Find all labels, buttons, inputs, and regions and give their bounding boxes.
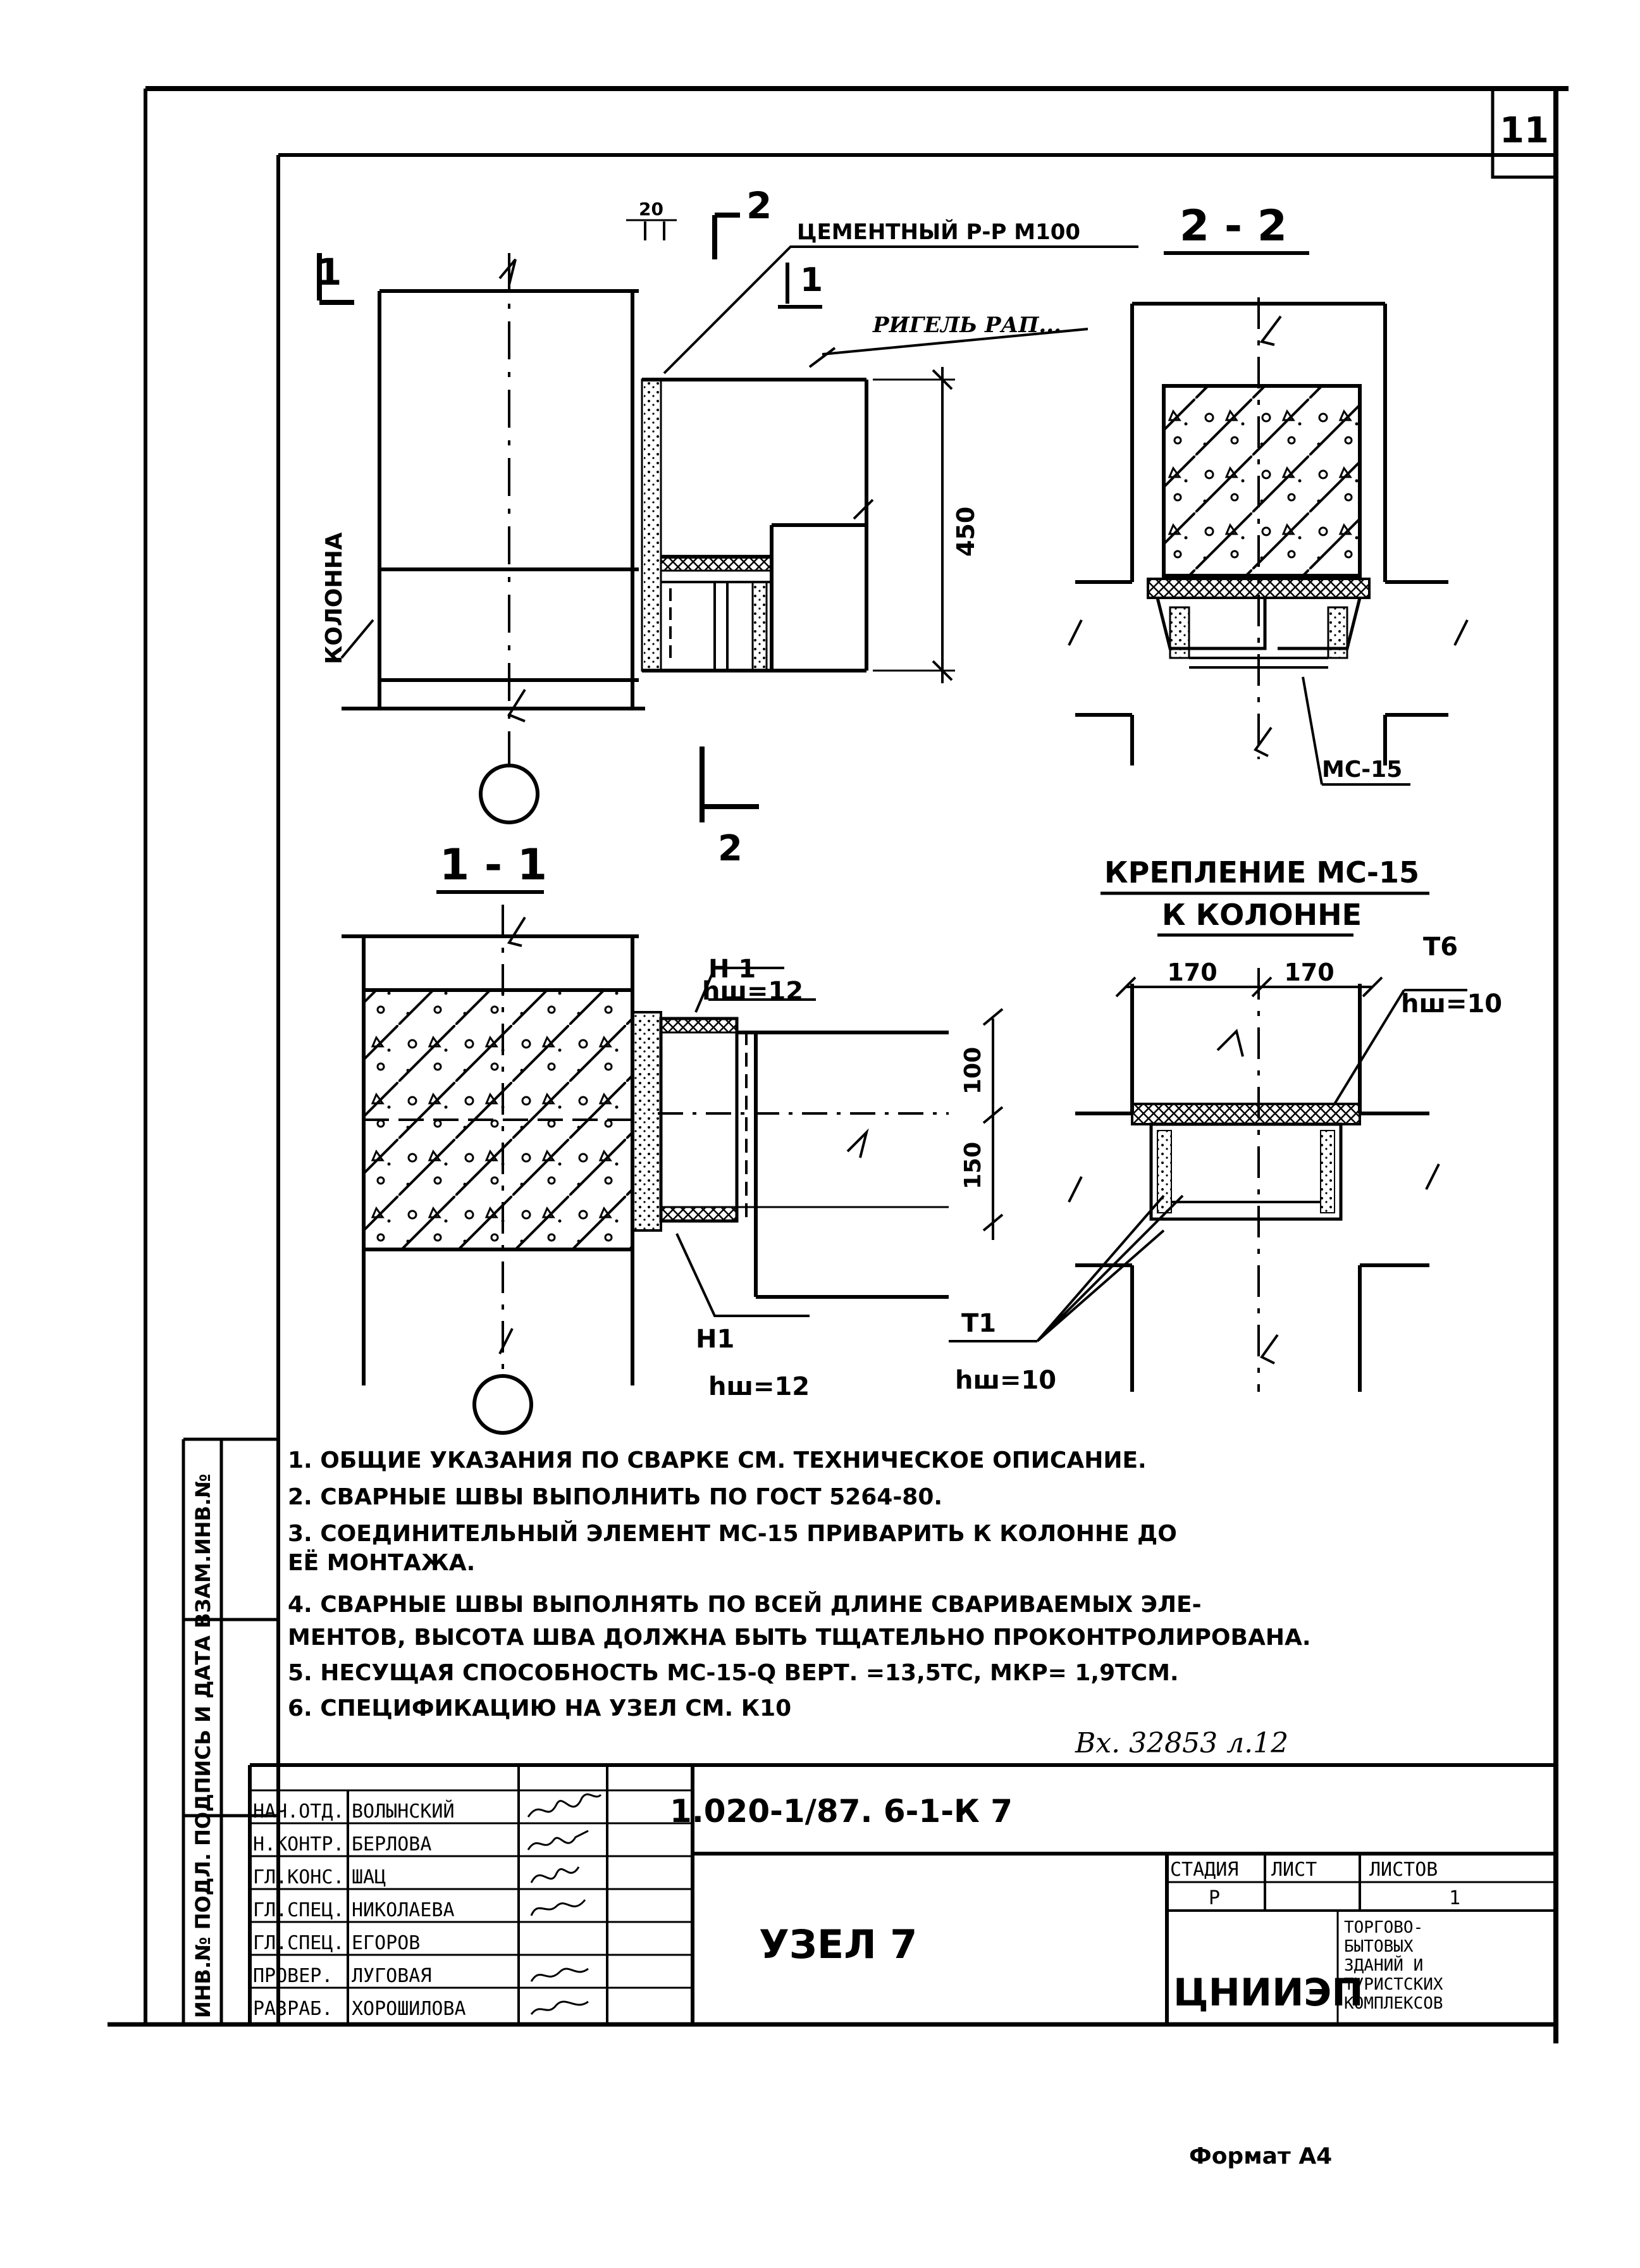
signature-mark xyxy=(527,1793,602,1818)
section-2-2-view xyxy=(1068,297,1469,786)
dim-100: 100 xyxy=(960,1047,986,1094)
notes: 1. ОБЩИЕ УКАЗАНИЯ ПО СВАРКЕ СМ. ТЕХНИЧЕС… xyxy=(288,1447,1311,1721)
cut-1-left: 1 xyxy=(316,251,342,294)
mc15-fixing-view xyxy=(949,968,1467,1392)
role-cell: ПРОВЕР. xyxy=(253,1965,333,1987)
signature-mark xyxy=(530,2000,589,2015)
dim-170-b: 170 xyxy=(1284,958,1334,986)
fix-title-1: КРЕПЛЕНИЕ МС-15 xyxy=(1104,855,1419,889)
weld-h1-top: Н 1 xyxy=(708,955,756,984)
note-line: ЕЁ МОНТАЖА. xyxy=(288,1549,475,1576)
role-cell: ГЛ.КОНС. xyxy=(253,1866,345,1888)
person-cell: ЛУГОВАЯ xyxy=(352,1965,431,1987)
sheet-header: ЛИСТ xyxy=(1271,1859,1317,1881)
column-label: КОЛОННА xyxy=(321,532,347,664)
note-line: 4. СВАРНЫЕ ШВЫ ВЫПОЛНЯТЬ ПО ВСЕЙ ДЛИНЕ С… xyxy=(288,1591,1202,1618)
title-block xyxy=(248,1763,1556,2024)
org-desc-line: ТОРГОВО- xyxy=(1344,1918,1423,1937)
signature-mark xyxy=(527,1830,589,1850)
person-cell: ШАЦ xyxy=(352,1866,386,1888)
section-2-title: 2 - 2 xyxy=(1180,201,1287,251)
role-cell: ГЛ.СПЕЦ. xyxy=(253,1899,345,1921)
weld-t6-h: hш=10 xyxy=(1401,989,1502,1019)
role-cell: НАЧ.ОТД. xyxy=(253,1800,345,1823)
section-1-1-view xyxy=(342,905,1004,1435)
dim-170-a: 170 xyxy=(1167,958,1217,986)
cut-1-right: 1 xyxy=(800,261,823,299)
cement-label: ЦЕМЕНТНЫЙ Р-Р М100 xyxy=(797,219,1080,245)
paper-format: Формат А4 xyxy=(1189,2143,1332,2169)
org-name: ЦНИИЭП xyxy=(1173,1971,1364,2015)
note-line: 1. ОБЩИЕ УКАЗАНИЯ ПО СВАРКЕ СМ. ТЕХНИЧЕС… xyxy=(288,1447,1147,1473)
note-line: 5. НЕСУЩАЯ СПОСОБНОСТЬ МС-15-Q ВЕРТ. =13… xyxy=(288,1660,1179,1686)
dim-450: 450 xyxy=(952,507,980,557)
signature-mark xyxy=(530,1899,586,1916)
stage-value: Р xyxy=(1209,1887,1220,1909)
weld-h1-top-h: hш=12 xyxy=(702,977,803,1006)
org-desc: ТОРГОВО- БЫТОВЫХ ЗДАНИЙ И ТУРИСТСКИХ КОМ… xyxy=(1344,1918,1443,2013)
org-desc-line: КОМПЛЕКСОВ xyxy=(1344,1994,1443,2013)
weld-t1: Т1 xyxy=(961,1309,996,1338)
sheets-header: ЛИСТОВ xyxy=(1369,1859,1438,1881)
stage-header: СТАДИЯ xyxy=(1170,1859,1238,1881)
dim-150: 150 xyxy=(960,1142,986,1189)
note-line: 6. СПЕЦИФИКАЦИЮ НА УЗЕЛ СМ. К10 xyxy=(288,1695,791,1721)
org-desc-line: ТУРИСТСКИХ xyxy=(1344,1975,1443,1994)
note-line: 3. СОЕДИНИТЕЛЬНЫЙ ЭЛЕМЕНТ МС-15 ПРИВАРИТ… xyxy=(288,1520,1177,1547)
note-line: МЕНТОВ, ВЫСОТА ШВА ДОЛЖНА БЫТЬ ТЩАТЕЛЬНО… xyxy=(288,1625,1311,1651)
fix-title-2: К КОЛОННЕ xyxy=(1162,898,1362,932)
title-block-roles: НАЧ.ОТД. Н.КОНТР. ГЛ.КОНС. ГЛ.СПЕЦ. ГЛ.С… xyxy=(253,1800,466,2020)
weld-t1-h: hш=10 xyxy=(955,1366,1056,1395)
sheet-frame xyxy=(108,86,1569,2043)
inventory-ref: Вх. 32853 л.12 xyxy=(1075,1727,1288,1759)
sheets-value: 1 xyxy=(1449,1887,1460,1909)
mc15-label-section: МС-15 xyxy=(1322,757,1402,783)
signatures xyxy=(527,1793,602,2015)
dim-20: 20 xyxy=(639,199,663,220)
org-desc-line: ЗДАНИЙ И xyxy=(1344,1955,1423,1975)
role-cell: Н.КОНТР. xyxy=(253,1833,345,1856)
cut-2-bottom: 2 xyxy=(718,828,743,869)
drawing-code: 1.020-1/87. 6-1-К 7 xyxy=(670,1793,1013,1830)
person-cell: ВОЛЫНСКИЙ xyxy=(352,1800,455,1823)
org-desc-line: БЫТОВЫХ xyxy=(1344,1937,1414,1956)
signature-mark xyxy=(530,1866,580,1883)
sheet-number: 11 xyxy=(1500,110,1549,151)
side-strip xyxy=(182,1437,278,2024)
note-line: 2. СВАРНЫЕ ШВЫ ВЫПОЛНИТЬ ПО ГОСТ 5264-80… xyxy=(288,1484,942,1510)
person-cell: БЕРЛОВА xyxy=(352,1833,431,1856)
rigel-label: РИГЕЛЬ РАП... xyxy=(872,313,1061,338)
weld-h1-bottom: Н1 xyxy=(696,1325,734,1354)
node-name: УЗЕЛ 7 xyxy=(759,1921,917,1967)
weld-t6: Т6 xyxy=(1423,933,1458,962)
section-1-title: 1 - 1 xyxy=(440,840,547,890)
column-rigel-view xyxy=(317,213,1138,824)
signature-mark xyxy=(530,1967,589,1982)
person-cell: НИКОЛАЕВА xyxy=(352,1899,455,1921)
role-cell: ГЛ.СПЕЦ. xyxy=(253,1932,345,1954)
cut-2-top: 2 xyxy=(746,184,772,227)
person-cell: ЕГОРОВ xyxy=(352,1932,420,1954)
side-strip-label: ИНВ.№ ПОДЛ. ПОДПИСЬ И ДАТА ВЗАМ.ИНВ.№ xyxy=(191,1473,215,2018)
role-cell: РАЗРАБ. xyxy=(253,1998,333,2020)
weld-h1-bottom-h: hш=12 xyxy=(708,1372,810,1401)
person-cell: ХОРОШИЛОВА xyxy=(352,1998,466,2020)
